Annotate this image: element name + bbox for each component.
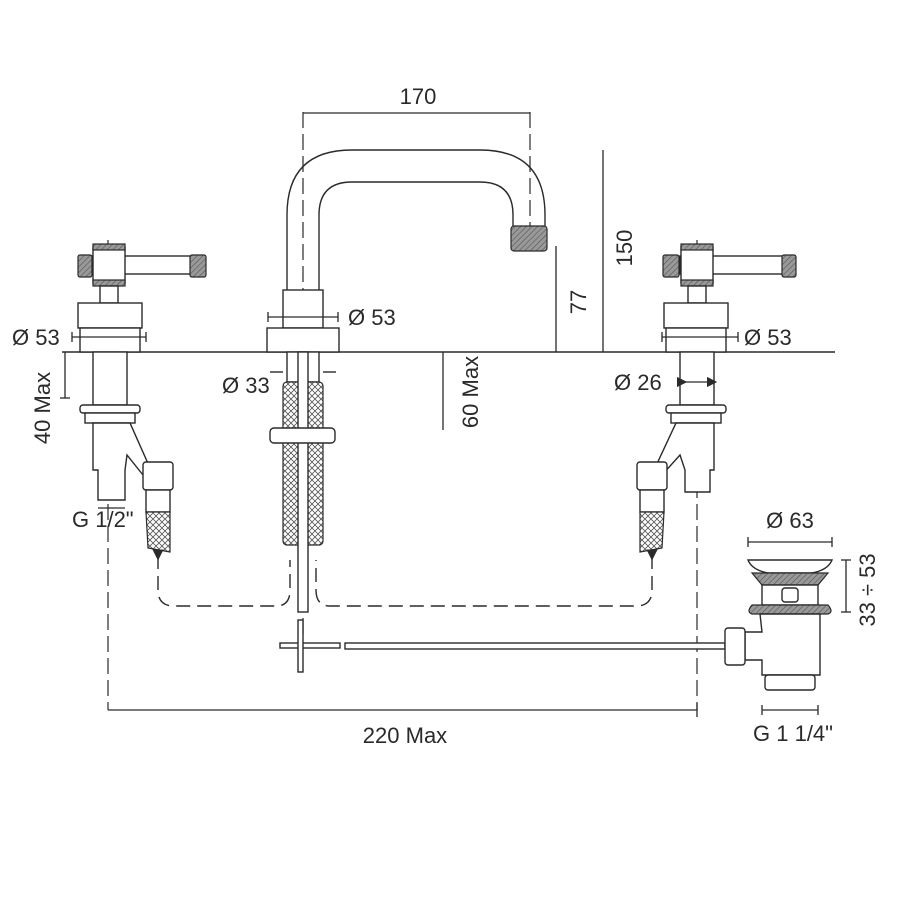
dim-spout-reach: 170 xyxy=(400,84,437,109)
dim-left-handle-diameter: Ø 53 xyxy=(12,325,60,350)
popup-waste xyxy=(724,559,834,691)
left-supply-dashed-path xyxy=(152,549,291,607)
dim-total-height: 150 xyxy=(612,230,637,267)
dim-right-handle-diameter: Ø 53 xyxy=(744,325,792,350)
dim-spout-height: 77 xyxy=(566,290,591,314)
dim-inlet-thread: G 1/2" xyxy=(72,507,134,532)
right-handle-valve xyxy=(636,240,797,710)
dim-handle-shank-diameter: Ø 26 xyxy=(614,370,662,395)
dim-spout-shank-length: 60 Max xyxy=(458,356,483,428)
dim-waste-thread: G 1 1/4" xyxy=(753,721,833,746)
left-handle-valve xyxy=(77,240,207,710)
dimension-lines xyxy=(60,112,851,717)
dim-waste-height-range: 33 ÷ 53 xyxy=(855,553,880,626)
dim-max-spread: 220 Max xyxy=(363,723,447,748)
dim-spout-base-diameter: Ø 53 xyxy=(348,305,396,330)
dim-handle-shank-length: 40 Max xyxy=(30,372,55,444)
dim-waste-diameter: Ø 63 xyxy=(766,508,814,533)
right-supply-dashed-path xyxy=(315,549,658,607)
dim-spout-shank-diameter: Ø 33 xyxy=(222,373,270,398)
popup-rod xyxy=(279,619,726,673)
spout xyxy=(266,112,548,640)
